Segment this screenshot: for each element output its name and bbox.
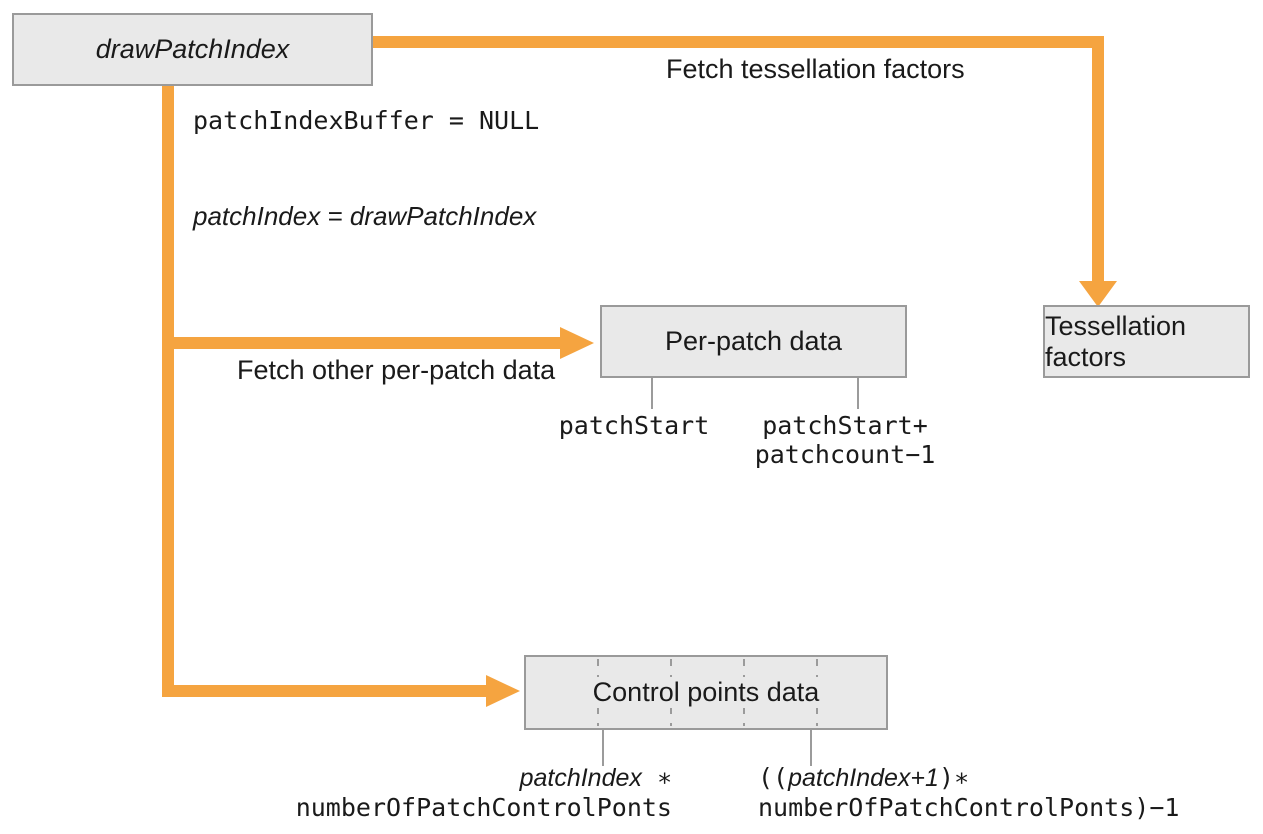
arrow-top-horizontal-segment: [373, 36, 1104, 48]
range-label-text: patchIndex+1: [788, 764, 939, 792]
annotation-patch-index-buffer: patchIndexBuffer = NULL: [193, 106, 540, 135]
range-label-text: patchIndex: [519, 764, 642, 792]
range-tick: [810, 730, 812, 766]
node-per-patch-data: Per-patch data: [600, 305, 907, 378]
range-label-text: patchStart: [558, 411, 710, 440]
arrowhead-right-icon: [486, 675, 520, 707]
node-control-points-data: Control points data: [524, 655, 888, 730]
range-label-text: ∗: [641, 763, 672, 792]
node-label: Control points data: [580, 677, 832, 708]
range-label-text: )∗: [938, 763, 970, 792]
node-label: Tessellation factors: [1045, 310, 1187, 372]
range-label-control-points-end: ((patchIndex+1)∗ numberOfPatchControlPon…: [758, 763, 1179, 822]
annotation-patch-index-assign: patchIndex = drawPatchIndex: [193, 201, 537, 231]
range-label-patch-start: patchStart: [509, 411, 759, 440]
edge-label-fetch-other-per-patch-data: Fetch other per-patch data: [237, 355, 556, 385]
node-draw-patch-index: drawPatchIndex: [12, 13, 373, 86]
node-label: Per-patch data: [664, 326, 843, 356]
range-tick: [651, 378, 653, 409]
arrow-per-patch-segment: [162, 337, 560, 349]
arrow-control-points-segment: [162, 685, 486, 697]
range-label-text: patchcount−1: [754, 440, 936, 469]
arrow-main-vertical-segment: [162, 86, 174, 697]
arrow-top-vertical-segment: [1092, 36, 1104, 283]
edge-label-fetch-tessellation-factors: Fetch tessellation factors: [666, 54, 965, 84]
node-tessellation-factors: Tessellation factors: [1043, 305, 1250, 378]
range-label-text: numberOfPatchControlPonts)−1: [758, 793, 1180, 822]
range-label-text: numberOfPatchControlPonts: [295, 793, 672, 822]
range-tick: [602, 730, 604, 766]
range-tick: [857, 378, 859, 409]
range-label-control-points-start: patchIndex ∗ numberOfPatchControlPonts: [250, 763, 672, 822]
range-label-text: ((: [758, 763, 789, 792]
arrowhead-right-icon: [560, 327, 594, 359]
range-label-text: patchStart+: [762, 411, 928, 440]
arrowhead-down-icon: [1079, 281, 1117, 307]
node-label: drawPatchIndex: [95, 34, 290, 64]
range-label-patch-start-plus: patchStart+ patchcount−1: [720, 411, 970, 469]
